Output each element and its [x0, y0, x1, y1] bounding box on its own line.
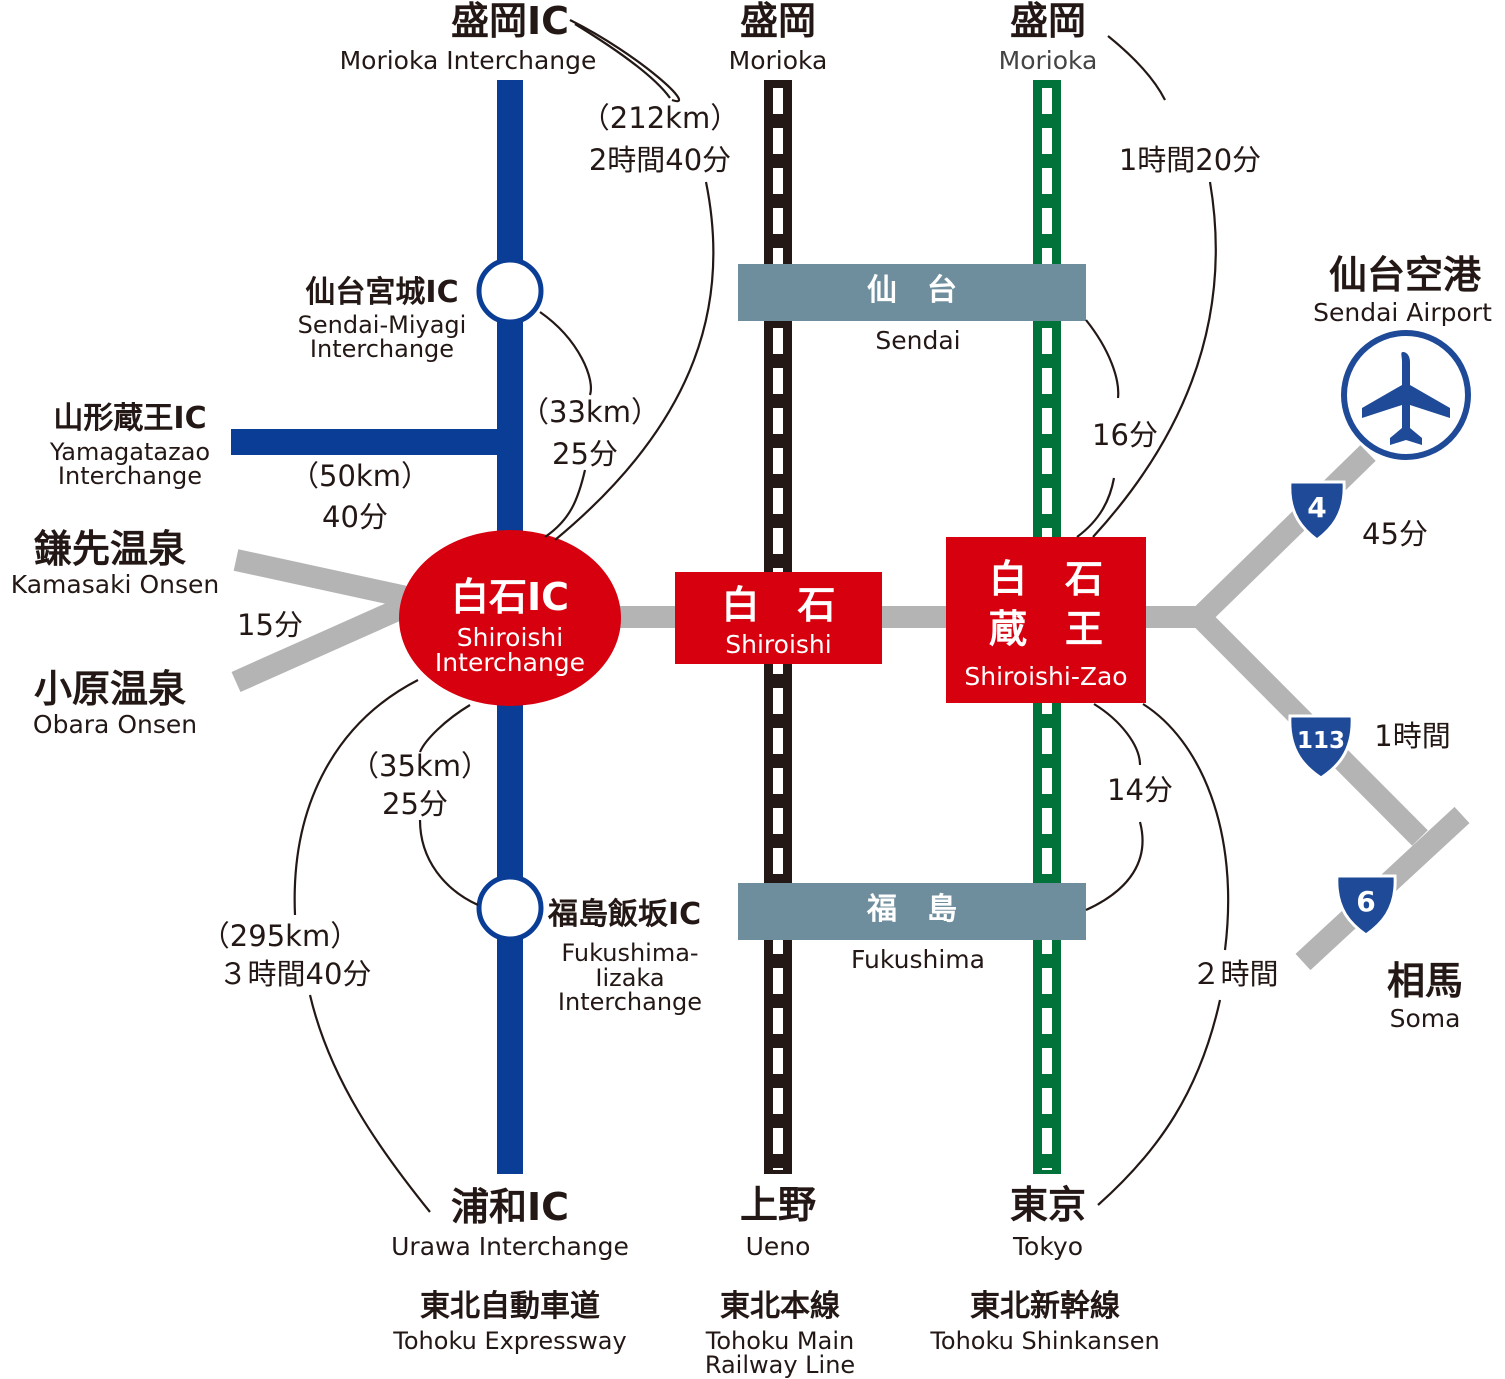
fukushima-iizaka-ic-en3: Interchange: [557, 988, 703, 1016]
tokyo-label: 東京: [1009, 1183, 1086, 1227]
route-113-badge: [1288, 714, 1354, 780]
route-4-badge: [1288, 480, 1346, 542]
sendai-airport-label: 仙台空港: [1328, 253, 1481, 297]
kamasaki-onsen-label: 鎌先温泉: [33, 527, 186, 571]
route-6-number: 6: [1356, 885, 1376, 918]
time-exp-morioka-km: （212km）: [580, 101, 740, 135]
ueno-en: Ueno: [745, 1232, 811, 1261]
kamasaki-onsen-en: Kamasaki Onsen: [10, 570, 220, 599]
morioka-ic-label: 盛岡IC: [450, 0, 570, 43]
railway-line-label: 東北本線: [720, 1289, 840, 1324]
yamagata-zao-ic-label: 山形蔵王IC: [53, 401, 207, 436]
railway-morioka-label: 盛岡: [739, 0, 816, 43]
time-exp-yamagata: 40分: [322, 500, 388, 534]
morioka-ic-en: Morioka Interchange: [339, 46, 597, 75]
sendai-station-en: Sendai: [875, 326, 961, 355]
shinkansen-line-label: 東北新幹線: [970, 1289, 1120, 1324]
shinkansen-line-en: Tohoku Shinkansen: [930, 1327, 1160, 1355]
urawa-ic-label: 浦和IC: [450, 1185, 570, 1229]
shinkansen-morioka-label: 盛岡: [1009, 0, 1086, 43]
route-4-road: [1192, 445, 1376, 625]
shiroishi-zao-station-box: [946, 537, 1146, 703]
urawa-ic-en: Urawa Interchange: [391, 1232, 629, 1261]
obara-onsen-label: 小原温泉: [33, 667, 186, 711]
time-shin-sendai: 16分: [1092, 418, 1158, 452]
sendai-station-box: [738, 264, 1086, 321]
soma-en: Soma: [1389, 1004, 1461, 1033]
yamagata-branch: [231, 429, 511, 455]
fukushima-station-en: Fukushima: [851, 945, 985, 974]
time-arcs: [293, 19, 1230, 1213]
sendai-miyagi-ic-en1: Sendai-Miyagi: [297, 311, 467, 339]
railway-line-en1: Tohoku Main: [705, 1327, 855, 1355]
sendai-miyagi-ic-en2: Interchange: [309, 335, 455, 363]
yamagata-zao-ic-en1: Yamagatazao: [49, 438, 211, 466]
time-exp-urawa-km: （295km）: [200, 919, 360, 953]
expressway-line-label: 東北自動車道: [420, 1289, 600, 1324]
shiroishi-ic-en2: Interchange: [434, 648, 586, 677]
expressway-line-en: Tohoku Expressway: [393, 1327, 627, 1355]
fukushima-iizaka-ic-label: 福島飯坂IC: [548, 897, 702, 932]
route-4-number: 4: [1307, 491, 1327, 524]
route-113-number: 113: [1296, 728, 1345, 754]
ueno-label: 上野: [739, 1183, 816, 1227]
shiroishi-zao-en: Shiroishi-Zao: [964, 662, 1128, 691]
fukushima-iizaka-ic-en1: Fukushima-: [561, 939, 699, 967]
sendai-miyagi-ic-label: 仙台宮城IC: [305, 275, 459, 310]
time-onsen: 15分: [237, 608, 303, 642]
railway-morioka-en: Morioka: [728, 46, 828, 75]
shiroishi-station-en: Shiroishi: [725, 630, 832, 659]
fukushima-station-box: [738, 883, 1086, 940]
time-exp-fukushima: 25分: [382, 787, 448, 821]
fukushima-iizaka-ic-marker: [476, 874, 544, 942]
time-soma: 1時間: [1374, 719, 1451, 753]
shiroishi-station-label: 白 石: [721, 583, 836, 627]
time-exp-sendai: 25分: [552, 437, 618, 471]
shiroishi-zao-label-2: 蔵 王: [988, 607, 1103, 651]
time-exp-sendai-km: （33km）: [520, 395, 660, 429]
tokyo-en: Tokyo: [1013, 1232, 1083, 1261]
shiroishi-ic-marker: [399, 530, 621, 706]
shiroishi-ic-label: 白石IC: [450, 575, 570, 619]
sendai-airport-en: Sendai Airport: [1313, 298, 1492, 327]
time-exp-fukushima-km: （35km）: [350, 749, 490, 783]
fukushima-iizaka-ic-en2: Iizaka: [595, 964, 665, 992]
shinkansen-morioka-en: Morioka: [998, 46, 1098, 75]
obara-onsen-en: Obara Onsen: [32, 710, 198, 739]
sendai-station-label: 仙 台: [867, 273, 957, 308]
time-shin-tokyo: ２時間: [1191, 957, 1279, 991]
time-airport: 45分: [1362, 517, 1428, 551]
soma-label: 相馬: [1386, 959, 1463, 1003]
sendai-miyagi-ic-marker: [476, 257, 544, 325]
time-exp-morioka: 2時間40分: [588, 143, 732, 177]
time-shin-fukushima: 14分: [1107, 773, 1173, 807]
shiroishi-ic-en1: Shiroishi: [456, 623, 564, 652]
time-exp-urawa: ３時間40分: [218, 957, 372, 991]
time-shin-morioka: 1時間20分: [1118, 143, 1262, 177]
railway-line-en2: Railway Line: [704, 1351, 856, 1379]
route-6-badge: [1335, 874, 1397, 937]
yamagata-zao-ic-en2: Interchange: [57, 462, 203, 490]
shiroishi-station-box: [675, 572, 882, 664]
airplane-icon: [1341, 330, 1471, 460]
shiroishi-zao-label-1: 白 石: [988, 557, 1103, 601]
time-exp-yamagata-km: （50km）: [290, 459, 430, 493]
fukushima-station-label: 福 島: [867, 892, 957, 927]
